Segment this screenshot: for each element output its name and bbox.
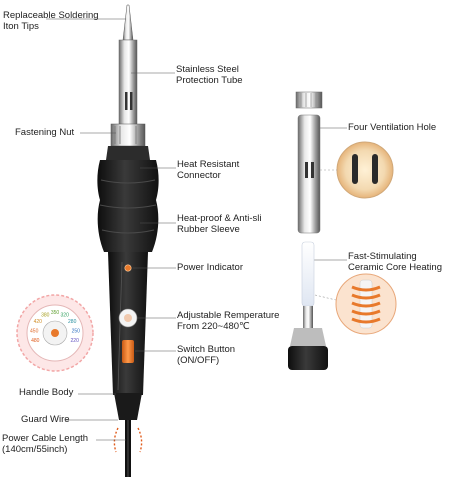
label-indicator: Power Indicator bbox=[177, 262, 244, 273]
label-temperature: Adjustable Remperature From 220~480℃ bbox=[177, 310, 280, 332]
soldering-iron-illustration bbox=[97, 4, 159, 477]
dial-number: 450 bbox=[30, 328, 39, 334]
label-ventilation: Four Ventilation Hole bbox=[348, 122, 437, 133]
label-tips: Replaceable Soldering Iton Tips bbox=[3, 10, 99, 32]
dial-number: 280 bbox=[68, 319, 77, 325]
dial-number: 480 bbox=[31, 338, 40, 344]
label-cable: Power Cable Length (140cm/55inch) bbox=[2, 433, 89, 455]
label-handle: Handle Body bbox=[19, 387, 74, 398]
dial-number: 350 bbox=[51, 310, 60, 316]
leader-lines bbox=[46, 18, 347, 441]
ceramic-core-assembly bbox=[288, 241, 328, 370]
dial-number: 320 bbox=[61, 312, 70, 318]
label-connector: Heat Resistant Connector bbox=[177, 159, 240, 181]
label-ceramic: Fast-Stimulating Ceramic Core Heating bbox=[348, 251, 442, 273]
dial-number: 380 bbox=[41, 312, 50, 318]
ceramic-core-zoom-icon bbox=[314, 273, 397, 335]
dial-number: 250 bbox=[72, 328, 81, 334]
label-switch: Switch Button (ON/OFF) bbox=[177, 344, 236, 366]
dial-number: 420 bbox=[34, 319, 43, 325]
ventilation-zoom-icon bbox=[320, 141, 394, 199]
label-sleeve: Heat-proof & Anti-sli Rubber Sleeve bbox=[177, 213, 262, 235]
label-guard: Guard Wire bbox=[21, 414, 70, 425]
dial-number: 220 bbox=[71, 338, 80, 344]
label-tube: Stainless Steel Protection Tube bbox=[176, 64, 243, 86]
label-nut: Fastening Nut bbox=[15, 127, 75, 138]
tube-assembly bbox=[295, 91, 323, 234]
